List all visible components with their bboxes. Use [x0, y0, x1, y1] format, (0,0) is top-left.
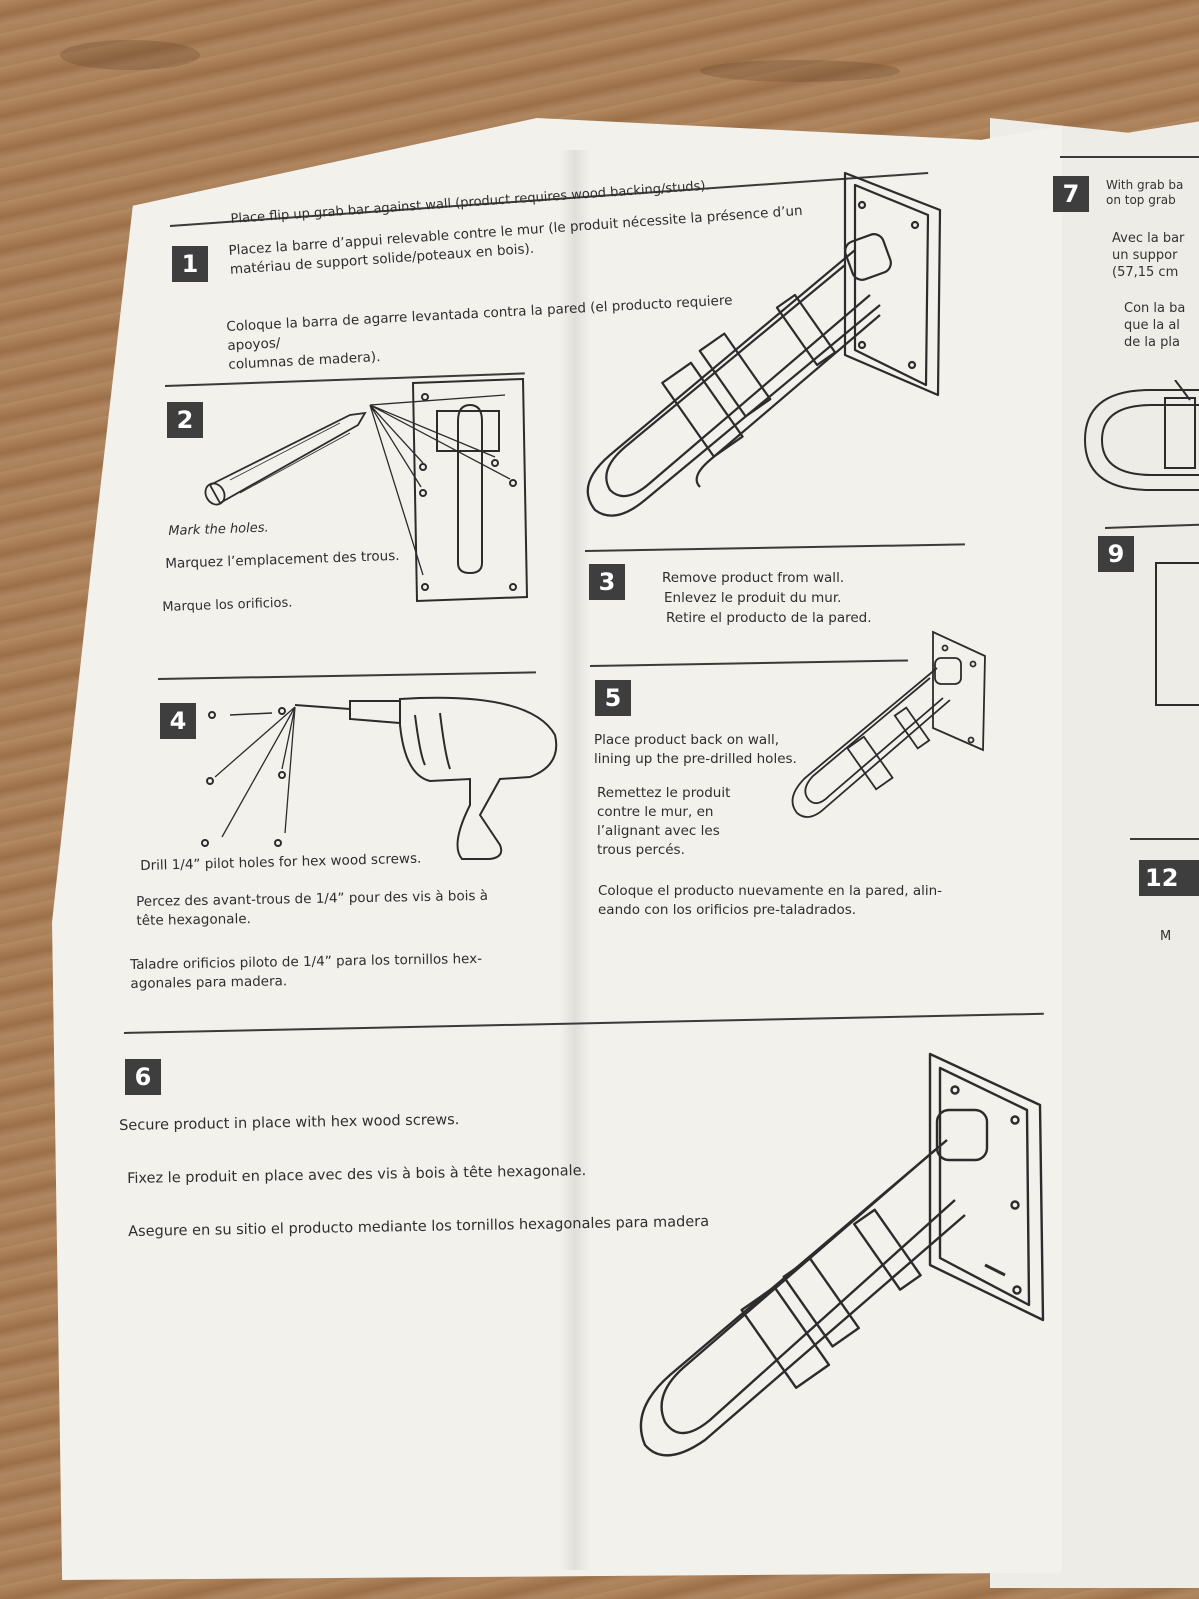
- wood-grain: [700, 60, 900, 82]
- step-7-number: 7: [1053, 176, 1089, 212]
- wood-grain: [60, 40, 200, 70]
- mounting-plate-icon: [369, 377, 529, 603]
- step-3-text-fr: Enlevez le produit du mur.: [664, 590, 842, 606]
- paper-fold: [560, 150, 590, 1570]
- step-3-text-en: Remove product from wall.: [662, 570, 845, 586]
- step-4-text-fr: Percez des avant-trous de 1/4” pour des …: [136, 887, 489, 929]
- step-3-text-es: Retire el producto de la pared.: [666, 610, 872, 626]
- step-5-text-fr: Remettez le produit contre le mur, en l’…: [597, 785, 731, 858]
- step-5-text-en: Place product back on wall, lining up th…: [594, 732, 797, 767]
- step-6-number: 6: [125, 1059, 161, 1095]
- step-5-text-es: Coloque el producto nuevamente en la par…: [598, 883, 943, 918]
- step-5-number: 5: [595, 680, 631, 716]
- step-1-number: 1: [172, 246, 208, 282]
- step-12-text: M: [1160, 929, 1172, 944]
- grab-bar-icon: [1083, 380, 1199, 491]
- divider: [1130, 838, 1199, 840]
- grab-bar-icon: [586, 171, 942, 517]
- step-3-number: 3: [589, 564, 625, 600]
- step-4-number: 4: [160, 703, 196, 739]
- divider: [1060, 156, 1199, 158]
- drill-icon: [201, 696, 558, 860]
- step-7-text-fr: Avec la bar un suppor (57,15 cm: [1112, 231, 1185, 280]
- step-7-text-en: With grab ba on top grab: [1106, 178, 1184, 207]
- step-7-text-es: Con la ba que la al de la pla: [1124, 301, 1186, 350]
- step-2-number: 2: [167, 402, 203, 438]
- pencil-icon: [204, 411, 367, 506]
- grab-bar-icon: [639, 1052, 1045, 1457]
- step-2-text-en: Mark the holes.: [168, 520, 269, 539]
- instruction-sheet: [52, 118, 1062, 1580]
- step-4-text-es: Taladre orificios piloto de 1/4” para lo…: [130, 950, 483, 992]
- step-9-figure: [1155, 562, 1199, 706]
- step-9-number: 9: [1098, 536, 1134, 572]
- step-12-number: 12: [1139, 860, 1199, 896]
- grab-bar-icon: [791, 630, 986, 818]
